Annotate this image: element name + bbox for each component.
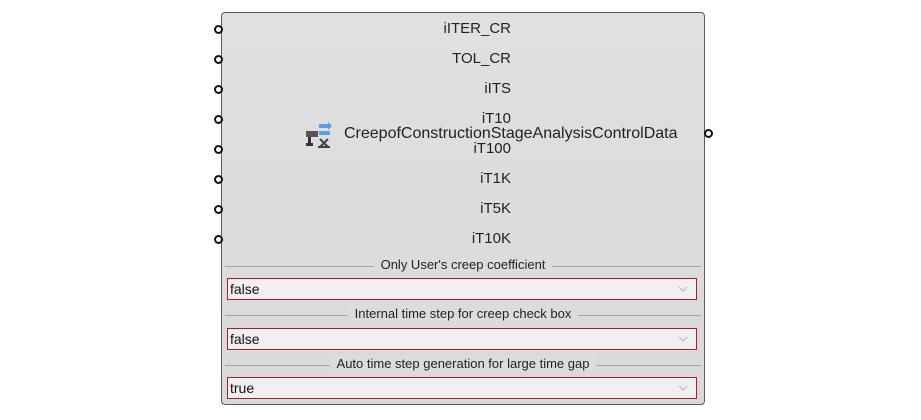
section-title: Auto time step generation for large time… [221, 356, 705, 371]
input-grip-tol-cr[interactable] [214, 55, 223, 64]
input-grip-it5k[interactable] [214, 205, 223, 214]
input-label-iits: iITS [484, 80, 511, 97]
input-grip-iits[interactable] [214, 85, 223, 94]
only-user-creep-dropdown[interactable]: false [227, 278, 697, 300]
component-name: CreepofConstructionStageAnalysisControlD… [344, 125, 678, 142]
input-label-it10: iT10 [481, 110, 511, 127]
chevron-down-icon [678, 385, 688, 391]
dropdown-value: true [230, 380, 255, 396]
input-label-it10k: iT10K [471, 230, 511, 247]
dropdown-value: false [230, 331, 260, 347]
input-grip-iiter-cr[interactable] [214, 25, 223, 34]
input-label-it5k: iT5K [480, 200, 511, 217]
auto-time-step-dropdown[interactable]: true [227, 377, 697, 399]
chevron-down-icon [678, 286, 688, 292]
input-label-iiter-cr: iITER_CR [443, 20, 511, 37]
creep-analysis-component-icon [306, 122, 332, 148]
input-grip-it1k[interactable] [214, 175, 223, 184]
chevron-down-icon [678, 336, 688, 342]
internal-time-step-dropdown[interactable]: false [227, 328, 697, 350]
input-grip-it10k[interactable] [214, 235, 223, 244]
input-label-tol-cr: TOL_CR [452, 50, 511, 67]
input-grip-it100[interactable] [214, 145, 223, 154]
input-grip-it10[interactable] [214, 115, 223, 124]
output-grip[interactable] [704, 129, 713, 138]
input-label-it100: iT100 [473, 140, 511, 157]
section-title: Only User's creep coefficient [221, 257, 705, 272]
input-label-it1k: iT1K [480, 170, 511, 187]
dropdown-value: false [230, 281, 260, 297]
section-title: Internal time step for creep check box [221, 306, 705, 321]
